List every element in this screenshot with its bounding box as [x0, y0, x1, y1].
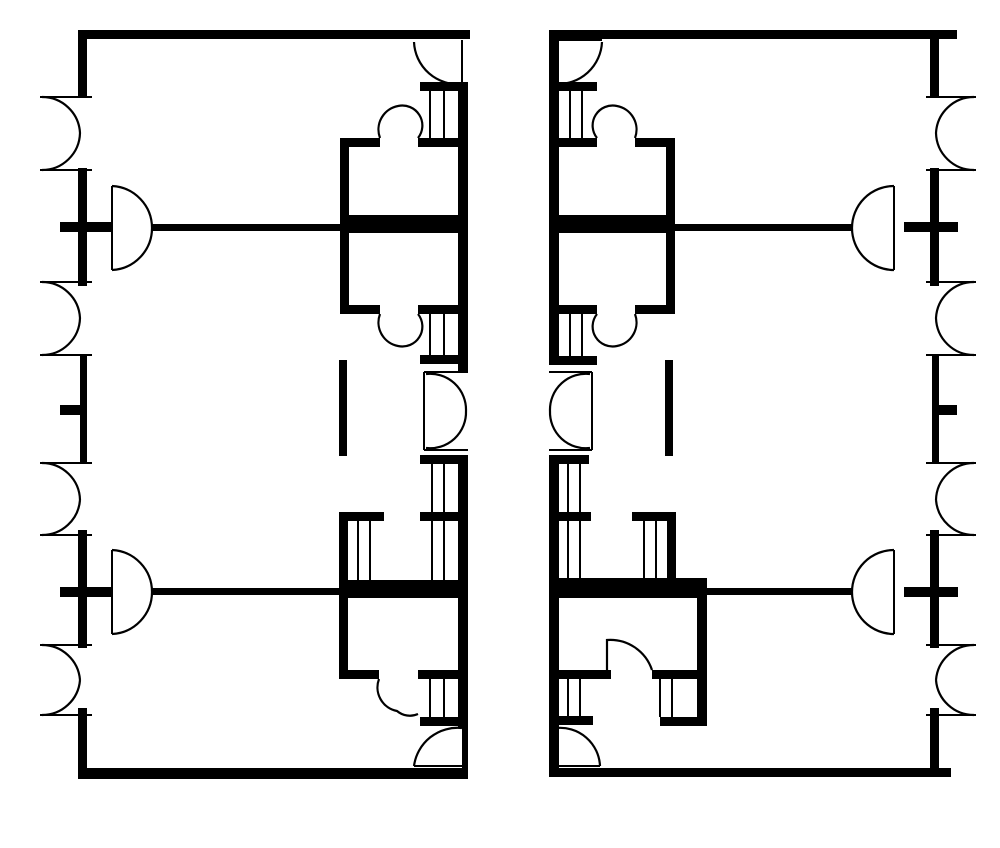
left-bottom-wall	[78, 768, 468, 779]
left-top-wall	[78, 30, 470, 39]
right-balcony-doors	[926, 95, 976, 717]
left-unit	[40, 30, 470, 779]
left-balcony-doors	[40, 95, 92, 717]
right-unit	[548, 30, 976, 777]
right-top-wall	[549, 30, 957, 39]
right-bottom-wall	[549, 768, 951, 777]
left-outer-wall	[78, 30, 87, 98]
